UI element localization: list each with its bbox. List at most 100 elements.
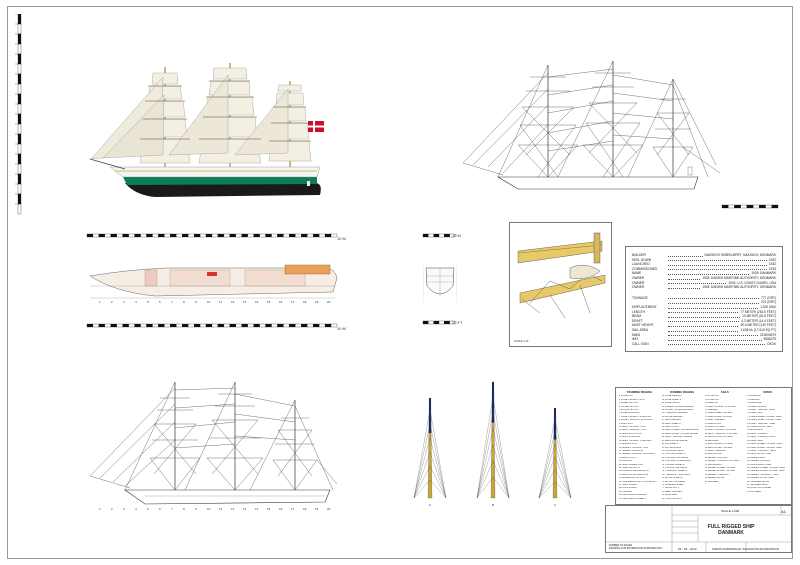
legend-item: 23 FORE ROYAL BACKSTAY [619, 470, 650, 473]
station-number: 19 [315, 507, 319, 511]
mast-elevation: A [413, 397, 447, 507]
legend-item: 9 FORE T'GALLANT YARD [747, 422, 776, 425]
legend-item: 68 STAYSAIL HALYARDS [661, 456, 689, 459]
station-number: 8 [183, 507, 185, 511]
station-number: 20 [327, 507, 331, 511]
legend-item: 31 CROSSJACK SHEETS [619, 497, 647, 500]
station-number: 2 [111, 507, 113, 511]
station-number: 1 [99, 300, 101, 304]
detail-scale-caption: SCALE 1:20 [514, 340, 529, 343]
legend-item: 7 FORE UPPER TOPSAIL [704, 415, 732, 418]
station-number: 16 [279, 300, 283, 304]
legend-item: 21 CROSSJACK YARD [747, 463, 772, 466]
legend-item: 26 SPANKER BOOM TOPPING LIFT [619, 480, 657, 483]
spec-tonnage-net: 221 (NRT) [632, 300, 776, 305]
legend-item: 72 T'GALLANT SHEETS [661, 470, 687, 473]
legend-item: 16 MIZZEN TOPMAST STAY [619, 446, 649, 449]
legend-item: 10 MAIN TOPMAST STAY [619, 426, 646, 429]
station-number: 10 [207, 507, 211, 511]
legend-item: 20 MIZZEN TOPMAST STAYSAIL [704, 460, 740, 463]
station-number: 15 [267, 507, 271, 511]
bowsprit-detail: SCALE 1:20 [509, 222, 612, 347]
legend-item: 75 ROYAL HALYARDS [661, 480, 686, 483]
station-number: 12 [231, 300, 235, 304]
legend-item: 7 FORE TOPMAST SHROUDS [619, 415, 652, 418]
station-number: 6 [159, 300, 161, 304]
color-sail-plan [89, 63, 324, 197]
station-number: 4 [135, 300, 137, 304]
station-number: 15 [267, 300, 271, 304]
station-number: 9 [195, 507, 197, 511]
station-number: 6 [159, 507, 161, 511]
legend-item: 19 BACKSTAYS [619, 456, 636, 459]
legend-item: 14 MAIN TOPMAST SHROUDS [619, 439, 652, 442]
legend-item: 10 FORE ROYAL YARD [747, 426, 772, 429]
legend-item: 67 STAYSAIL SHEETS [661, 453, 686, 456]
legend-item: 22 MIZZEN LOWER TOPSAIL [704, 466, 736, 469]
legend-item: 58 MAIN SHEETS [661, 422, 681, 425]
legend-item: 1 FLYING JIB [704, 395, 719, 398]
legend-item: 17 MAIN T'GALLANT YARD [747, 449, 776, 452]
legend-item: 16 MAIN UPPER TOPSAIL YARD [747, 446, 782, 449]
legend-item: 70 TOPSAIL SHEETS [661, 463, 685, 466]
legend-item: 76 SPANKER SHEET [661, 483, 685, 486]
legend-item: 15 MIZZEN STAY [619, 443, 638, 446]
legend-item: 7 FORE LOWER TOPSAIL YARD [747, 415, 782, 418]
scale-label-small-top: 10 M [452, 233, 461, 238]
scale-bar-deck [86, 323, 338, 328]
station-number: 8 [183, 300, 185, 304]
legend-item: 3 FORE MAST [747, 402, 763, 405]
station-number: 13 [243, 300, 247, 304]
legend-item: 20 MIZZEN TOPMAST [747, 460, 771, 463]
legend-item: 71 TOPSAIL HALYARDS [661, 466, 688, 469]
legend-item: 77 BOOM GUYS [661, 487, 680, 490]
legend-item: 24 MIZZEN T'GALLANT YARD [747, 473, 779, 476]
mast-elevation: B [476, 381, 510, 507]
legend-item: 24 MIZZEN T'GALLANT [704, 473, 730, 476]
legend-item: 23 MIZZEN UPPER TOPSAIL [704, 470, 736, 473]
legend-item: 57 MAIN BRACES [661, 419, 681, 422]
mast-elevation: C [538, 407, 572, 507]
legend-item: 61 MAIN UPPER TOPSAIL BRACE [661, 432, 698, 435]
legend-item: 25 MIZZEN ROYAL STAY [619, 477, 646, 480]
midship-section [423, 266, 457, 302]
legend-item: 19 MIZZEN MAST [747, 456, 767, 459]
scale-bar-small-top [422, 233, 456, 238]
legend-item: 13 MAIN T'GALLANT MAST [747, 436, 777, 439]
station-number: 19 [315, 300, 319, 304]
hull-green [123, 177, 317, 185]
legend-item: 12 MAIN T'GALLANT STAYSAIL [704, 432, 738, 435]
legend-item: 14 MAINSAIL [704, 439, 719, 442]
hull-white [109, 166, 321, 178]
title-sheet-size: A1 [781, 509, 786, 514]
legend-item: 73 T'GALLANT HALYARDS [661, 473, 690, 476]
legend-item: 29 CATHEAD [747, 490, 762, 493]
station-number: 20 [327, 300, 331, 304]
mast-section-label: B [492, 503, 494, 507]
legend-item: 53 LOWER TOPSAIL BRACES [661, 405, 694, 408]
scale-label-deck: 10 M [337, 326, 346, 331]
legend-item: 29 HORSES [619, 490, 632, 493]
legend-item: 62 MAIN T'GALLANT BRACE [661, 436, 693, 439]
station-number: 2 [111, 300, 113, 304]
legend-item: 6 FORE LOWER TOPSAIL [704, 412, 733, 415]
station-number: 4 [135, 507, 137, 511]
legend-item: 78 REEF TACKLES [661, 490, 682, 493]
legend-item: 13 MAIN SHROUDS [619, 436, 641, 439]
scale-label-small-bottom: 20 FT [452, 320, 463, 325]
legend-item: 27 GAFF VANGS [619, 483, 637, 486]
